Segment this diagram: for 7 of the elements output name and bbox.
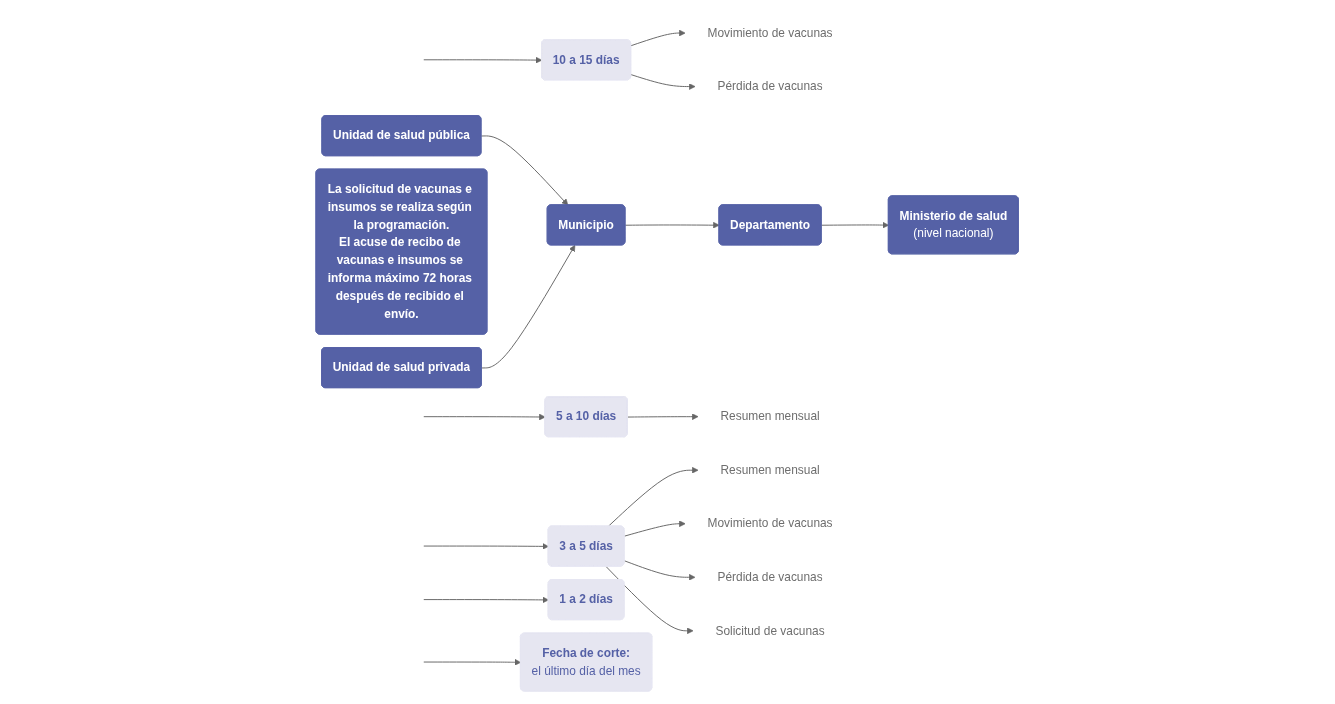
node-text: Solicitud de vacunas: [715, 624, 825, 637]
node-text: Movimiento de vacunas: [707, 26, 833, 39]
node-text: Resumen mensual: [720, 463, 820, 477]
node-text: Pérdida de vacunas: [717, 79, 823, 93]
node-text: Pérdida de vacunas: [717, 570, 823, 584]
node-text: Resumen mensual: [720, 409, 820, 423]
node-text: Movimiento de vacunas: [707, 517, 833, 530]
